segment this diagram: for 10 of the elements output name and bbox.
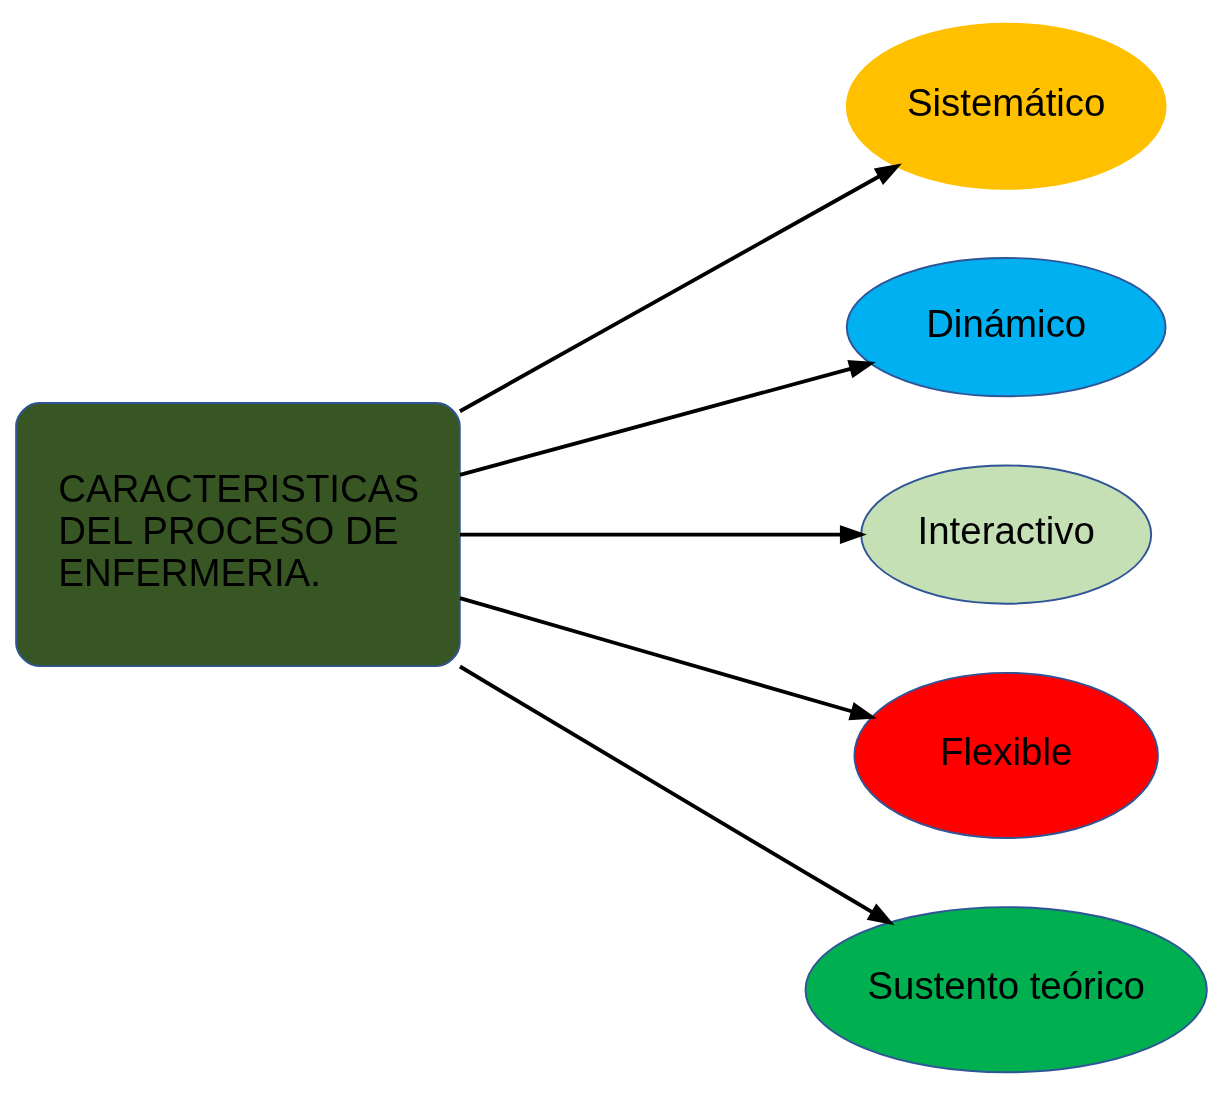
arrow <box>458 664 895 925</box>
node-ellipse: Sustento teórico <box>804 905 1208 1073</box>
node-ellipse: Interactivo <box>860 463 1153 605</box>
arrow <box>459 163 902 413</box>
node-box: CARACTERISTICAS DEL PROCESO DE ENFERMERIA. <box>15 401 461 667</box>
arrow <box>459 524 867 544</box>
arrow <box>459 359 876 477</box>
node-ellipse: Flexible <box>853 671 1159 839</box>
node-ellipse: Sistemático <box>845 22 1167 190</box>
arrow <box>459 595 877 720</box>
